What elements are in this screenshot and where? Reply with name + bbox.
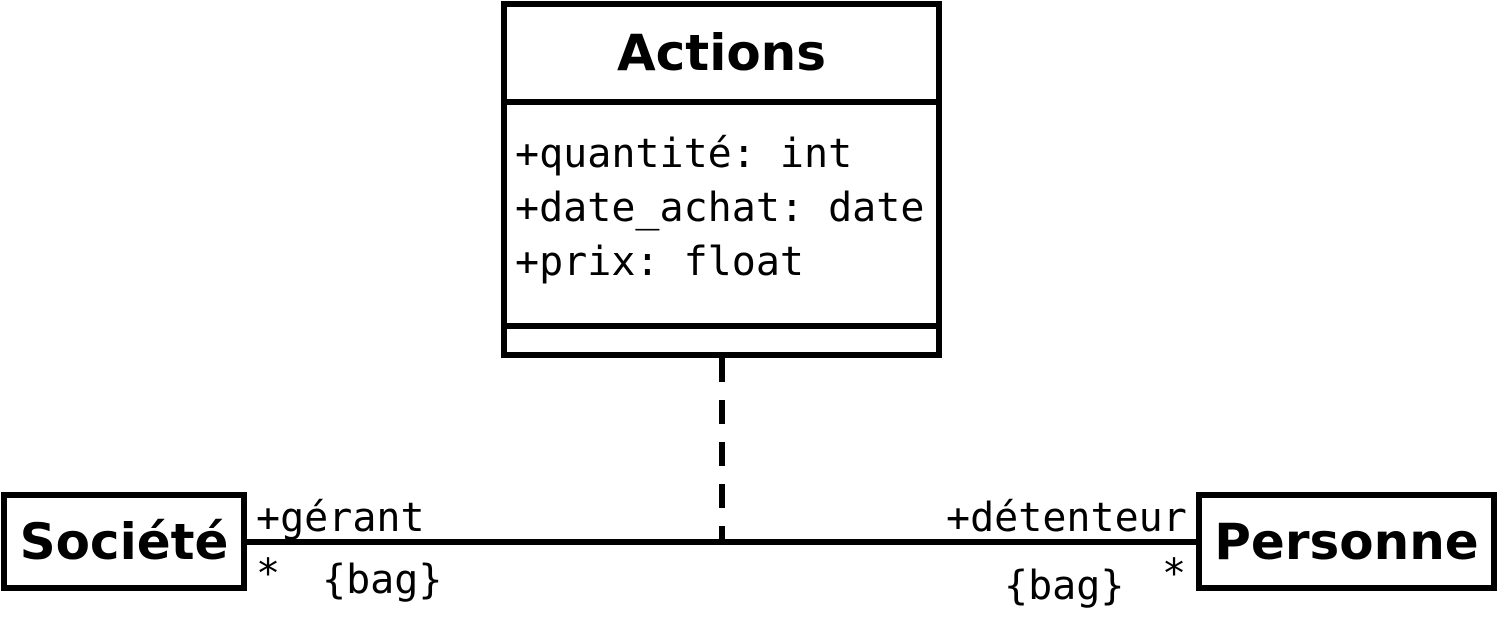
multiplicity-left: * [256,551,281,597]
role-gerant: +gérant [256,495,425,541]
role-detenteur: +détenteur [946,495,1187,541]
attribute-quantite: +quantité: int [515,131,853,177]
societe-class-box: Société [1,492,247,591]
personne-class-name: Personne [1214,512,1479,571]
actions-class-box: Actions +quantité: int +date_achat: date… [501,1,942,358]
constraint-right: {bag} [1004,563,1125,609]
constraint-left: {bag} [322,557,443,603]
attribute-date-achat: +date_achat: date [515,185,925,231]
actions-attributes: +quantité: int +date_achat: date +prix: … [507,105,936,329]
actions-class-name: Actions [507,7,936,105]
attribute-prix: +prix: float [515,239,804,285]
multiplicity-right: * [1162,551,1187,597]
personne-class-box: Personne [1196,492,1497,591]
societe-class-name: Société [19,512,229,571]
